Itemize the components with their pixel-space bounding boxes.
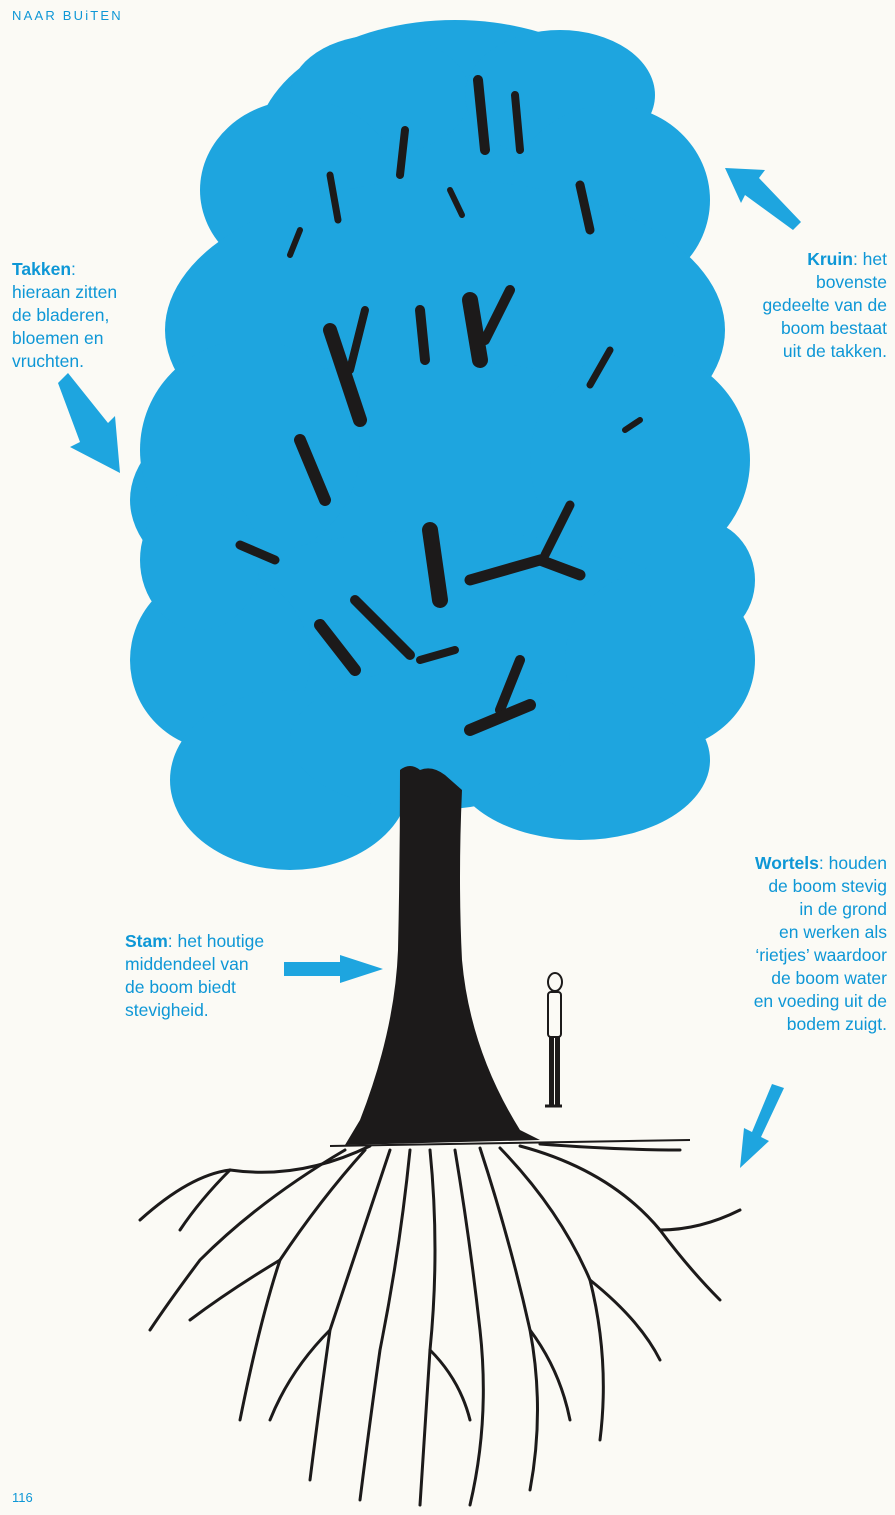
tree-roots — [140, 1144, 740, 1505]
term-stam: Stam — [125, 931, 168, 951]
arrow-stam-icon — [284, 955, 383, 983]
label-stam: Stam: het houtige middendeel van de boom… — [125, 930, 264, 1022]
tree-crown — [130, 20, 755, 870]
label-kruin: Kruin: het bovenste gedeelte van de boom… — [762, 248, 887, 363]
term-takken: Takken — [12, 259, 71, 279]
term-wortels: Wortels — [755, 853, 819, 873]
term-kruin: Kruin — [807, 249, 853, 269]
page-number: 116 — [12, 1490, 33, 1505]
arrow-takken-icon — [58, 373, 120, 473]
arrow-kruin-icon — [725, 168, 801, 230]
arrow-wortels-icon — [740, 1084, 784, 1168]
person-figure — [545, 973, 562, 1106]
label-takken: Takken: hieraan zitten de bladeren, bloe… — [12, 258, 117, 373]
label-wortels: Wortels: houden de boom stevig in de gro… — [754, 852, 887, 1036]
